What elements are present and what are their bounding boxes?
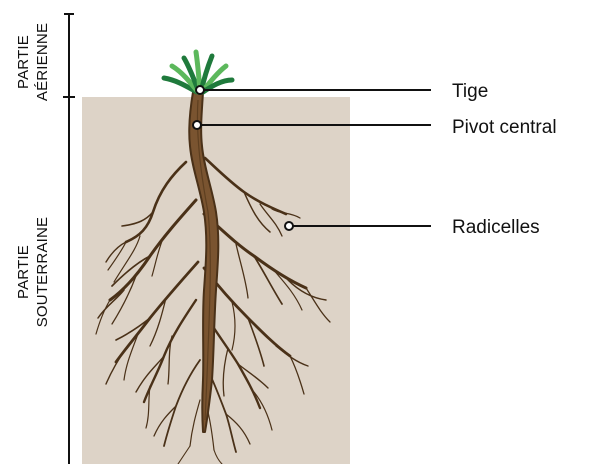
radicelles-marker	[285, 222, 293, 230]
aerial-label-line1: PARTIE	[15, 35, 32, 89]
tige-marker	[196, 86, 204, 94]
label-radicelles: Radicelles	[452, 217, 540, 238]
pivot-marker	[193, 121, 201, 129]
underground-label-line2: SOUTERRAINE	[34, 217, 51, 328]
underground-label-line1: PARTIE	[15, 245, 32, 299]
label-tige: Tige	[452, 81, 488, 102]
label-pivot-central: Pivot central	[452, 117, 557, 138]
scale-bar	[63, 14, 75, 464]
aerial-label-line2: AÉRIENNE	[34, 23, 51, 101]
